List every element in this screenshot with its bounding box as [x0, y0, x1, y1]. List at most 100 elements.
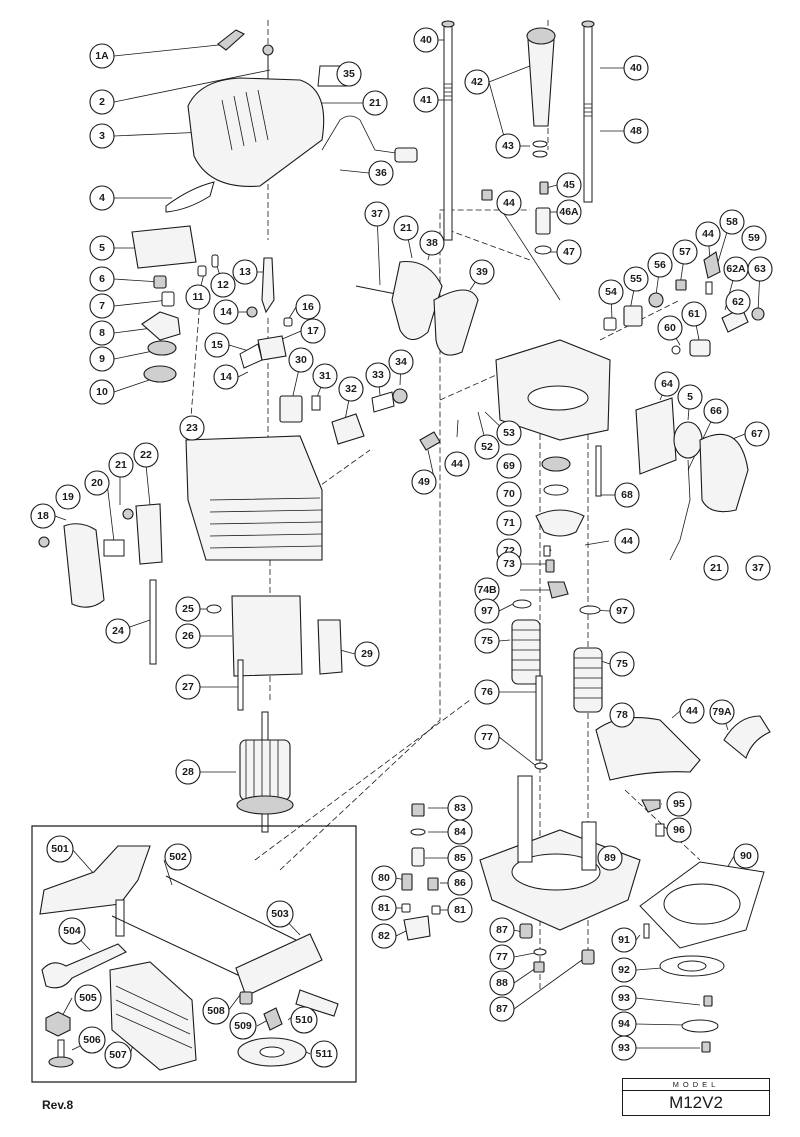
svg-text:80: 80	[378, 872, 390, 884]
callout-44-right: 44	[695, 221, 721, 247]
svg-text:86: 86	[454, 877, 466, 889]
svg-text:67: 67	[751, 428, 763, 440]
callout-11: 11	[185, 284, 211, 310]
callout-9: 9	[89, 346, 115, 372]
svg-text:42: 42	[471, 76, 483, 88]
callout-97-right: 97	[609, 598, 635, 624]
callout-61: 61	[681, 301, 707, 327]
svg-text:70: 70	[503, 488, 515, 500]
svg-text:41: 41	[420, 94, 432, 106]
svg-text:48: 48	[630, 125, 642, 137]
svg-text:97: 97	[616, 605, 628, 617]
callout-505: 505	[74, 984, 102, 1012]
svg-text:72: 72	[503, 545, 515, 557]
callout-55: 55	[623, 266, 649, 292]
callout-43: 43	[495, 133, 521, 159]
callout-10: 10	[89, 379, 115, 405]
callout-27: 27	[175, 674, 201, 700]
svg-text:26: 26	[182, 630, 194, 642]
callout-80: 80	[371, 865, 397, 891]
svg-text:96: 96	[673, 824, 685, 836]
callout-510: 510	[290, 1006, 318, 1034]
svg-text:29: 29	[361, 648, 373, 660]
svg-text:87: 87	[496, 924, 508, 936]
callouts: 1A 2 3 4 5 6 7 8 9 10 11 12 13 14 14 15 …	[30, 27, 773, 1069]
svg-text:59: 59	[748, 232, 760, 244]
svg-text:1A: 1A	[95, 50, 109, 62]
callout-54: 54	[598, 279, 624, 305]
model-box: MODEL M12V2	[622, 1078, 770, 1116]
callout-8: 8	[89, 320, 115, 346]
part-3-top-cover	[187, 77, 325, 187]
part-26-stator	[231, 595, 303, 677]
callout-92: 92	[611, 957, 637, 983]
svg-text:19: 19	[62, 491, 74, 503]
svg-text:66: 66	[710, 405, 722, 417]
callout-29: 29	[354, 641, 380, 667]
part-38-handle-grip	[391, 260, 443, 341]
callout-81-right: 81	[447, 897, 473, 923]
svg-text:25: 25	[182, 603, 194, 615]
callout-15: 15	[204, 332, 230, 358]
svg-text:74B: 74B	[477, 584, 497, 596]
svg-text:55: 55	[630, 273, 642, 285]
svg-text:79A: 79A	[712, 706, 732, 718]
callout-74b: 74B	[474, 577, 500, 603]
svg-text:45: 45	[563, 179, 575, 191]
part-23-motor-housing	[185, 435, 323, 561]
svg-text:27: 27	[182, 681, 194, 693]
callout-5-right: 5	[677, 384, 703, 410]
callout-17: 17	[300, 318, 326, 344]
callout-34: 34	[388, 349, 414, 375]
callout-44-top: 44	[496, 190, 522, 216]
callout-22: 22	[133, 442, 159, 468]
callout-25: 25	[175, 596, 201, 622]
svg-text:36: 36	[375, 167, 387, 179]
callout-14-upper: 14	[213, 299, 239, 325]
svg-text:44: 44	[503, 197, 515, 209]
svg-text:47: 47	[563, 246, 575, 258]
svg-text:20: 20	[91, 477, 103, 489]
callout-40-left: 40	[413, 27, 439, 53]
svg-text:37: 37	[371, 208, 383, 220]
callout-93-upper: 93	[611, 985, 637, 1011]
svg-text:56: 56	[654, 259, 666, 271]
model-label: MODEL	[623, 1079, 769, 1091]
svg-text:91: 91	[618, 934, 630, 946]
callout-82: 82	[371, 923, 397, 949]
svg-text:69: 69	[503, 460, 515, 472]
svg-text:39: 39	[476, 266, 488, 278]
svg-text:75: 75	[616, 658, 628, 670]
callout-88: 88	[489, 970, 515, 996]
svg-text:90: 90	[740, 850, 752, 862]
svg-text:54: 54	[605, 286, 617, 298]
svg-text:87: 87	[496, 1003, 508, 1015]
svg-text:44: 44	[621, 535, 633, 547]
svg-text:13: 13	[239, 266, 251, 278]
callout-57: 57	[672, 239, 698, 265]
svg-text:21: 21	[400, 222, 412, 234]
callout-59: 59	[741, 225, 767, 251]
svg-text:21: 21	[369, 97, 381, 109]
svg-text:92: 92	[618, 964, 630, 976]
svg-text:77: 77	[496, 951, 508, 963]
callout-13: 13	[232, 259, 258, 285]
svg-text:34: 34	[395, 356, 407, 368]
callout-53: 53	[496, 420, 522, 446]
svg-text:58: 58	[726, 216, 738, 228]
callout-71: 71	[496, 510, 522, 536]
callout-46a: 46A	[556, 199, 582, 225]
svg-text:37: 37	[752, 562, 764, 574]
accessory-box-border	[31, 825, 357, 1083]
svg-text:93: 93	[618, 992, 630, 1004]
svg-text:23: 23	[186, 422, 198, 434]
callout-28: 28	[175, 759, 201, 785]
callout-21-housing: 21	[108, 452, 134, 478]
callout-6: 6	[89, 266, 115, 292]
callout-66: 66	[703, 398, 729, 424]
svg-text:46A: 46A	[559, 206, 579, 218]
callout-86: 86	[447, 870, 473, 896]
callout-19: 19	[55, 484, 81, 510]
callout-504: 504	[58, 917, 86, 945]
